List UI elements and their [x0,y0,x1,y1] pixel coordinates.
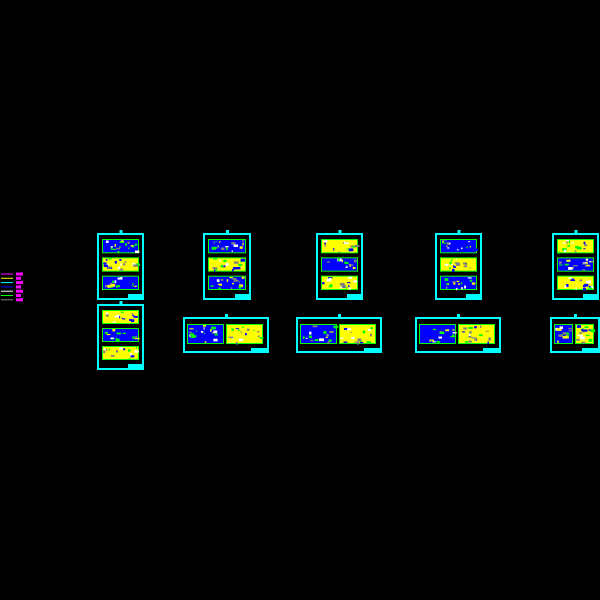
landscape-sheet[interactable] [550,314,600,353]
legend-label-mark [16,276,21,280]
title-block [364,348,380,351]
title-block [483,348,499,351]
title-block [582,348,598,351]
legend-label-mark [16,272,23,276]
portrait-sheet[interactable] [435,230,482,300]
portrait-sheet[interactable] [316,230,363,300]
title-block [128,294,142,298]
legend-label-mark [16,298,23,302]
landscape-sheet[interactable] [296,314,382,353]
portrait-sheet[interactable] [97,230,144,300]
portrait-sheet[interactable] [203,230,251,300]
title-block [583,294,597,298]
legend-label-mark [16,289,23,293]
landscape-sheet[interactable] [183,314,269,353]
portrait-sheet[interactable] [552,230,599,300]
title-block [128,364,142,368]
layer-legend [1,272,23,302]
landscape-sheet[interactable] [415,314,501,353]
legend-label-mark [16,285,21,289]
title-block [235,294,249,298]
title-block [251,348,267,351]
title-block [347,294,361,298]
drawing-sheets [97,230,600,370]
legend-label-mark [16,294,21,297]
legend-label-mark [16,281,23,285]
title-block [466,294,480,298]
portrait-sheet[interactable] [97,301,144,370]
